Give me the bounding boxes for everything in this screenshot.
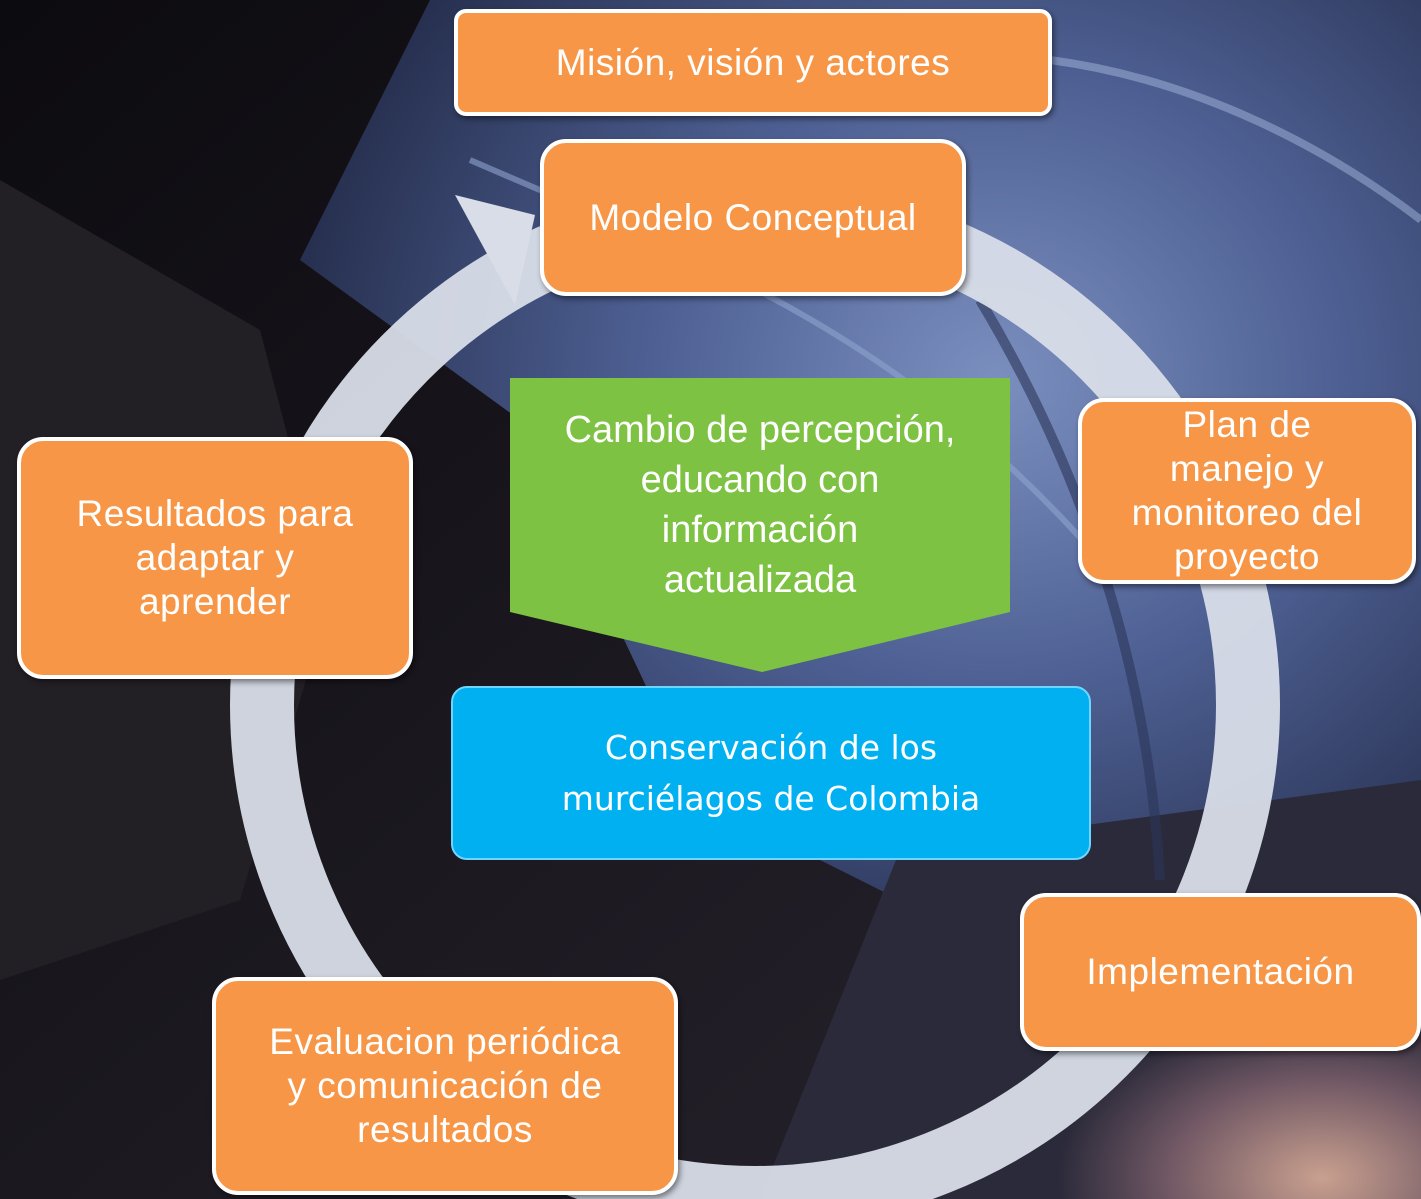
implementation-box: Implementación	[1020, 893, 1421, 1051]
conceptual-model-box: Modelo Conceptual	[540, 139, 966, 296]
management-plan-box: Plan de manejo y monitoreo del proyecto	[1078, 398, 1416, 584]
periodic-evaluation-box: Evaluacion periódica y comunicación de r…	[212, 977, 678, 1195]
bat-conservation-goal-box: Conservación de los murciélagos de Colom…	[451, 686, 1091, 860]
green-down-arrow-shape	[510, 378, 1010, 672]
cycle-arrowhead	[455, 195, 535, 305]
mission-vision-actors-box: Misión, visión y actores	[454, 9, 1052, 116]
perception-change-arrow-text: Cambio de percepción, educando con infor…	[564, 409, 956, 601]
results-adapt-learn-box: Resultados para adaptar y aprender	[17, 437, 413, 679]
